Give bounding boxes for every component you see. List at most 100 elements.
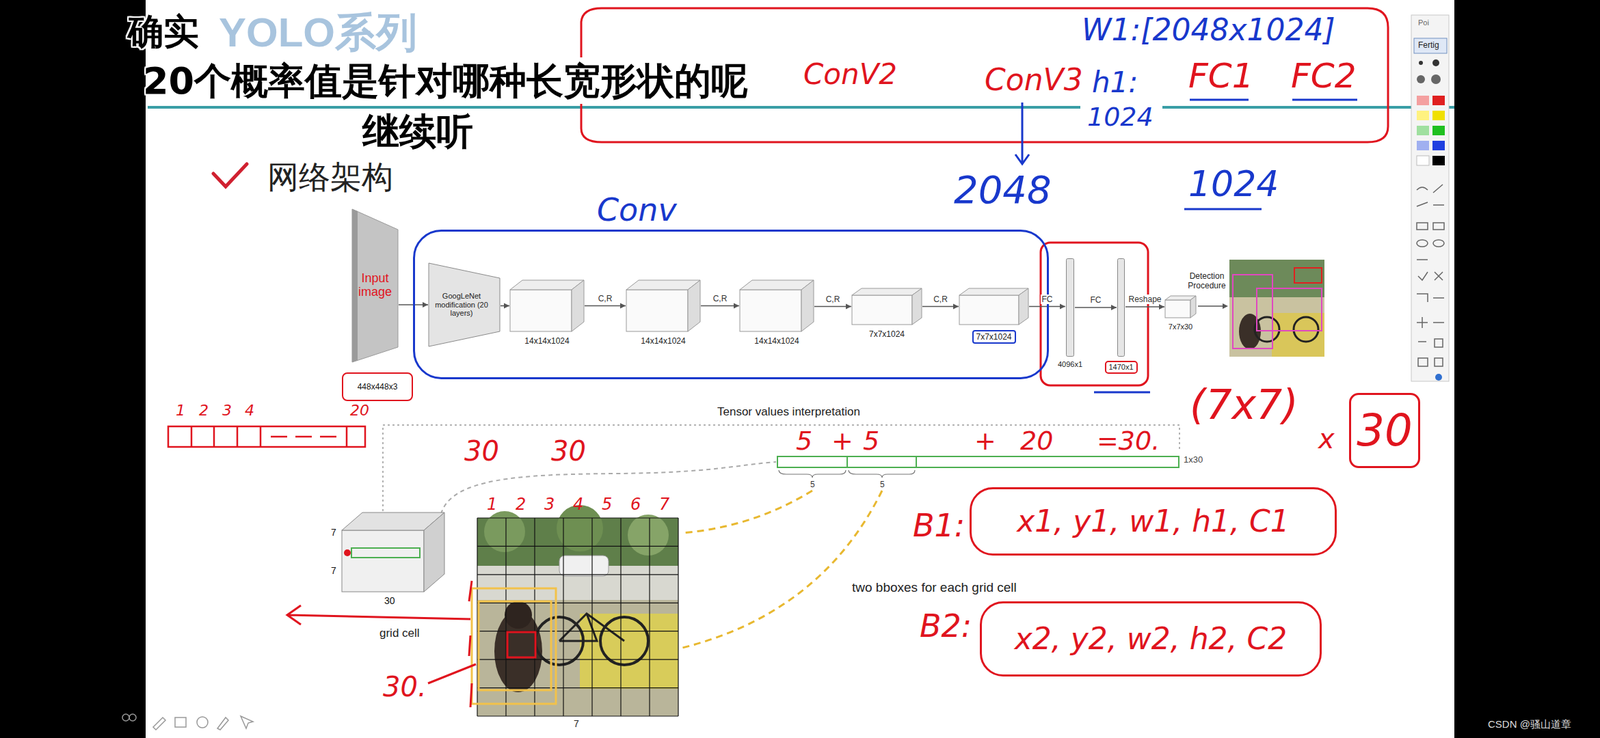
cube-face xyxy=(1165,300,1191,318)
toolbar-part xyxy=(1416,140,1430,151)
input-label: Input image xyxy=(352,272,398,300)
annotation: 30 xyxy=(551,437,586,465)
fc-bar xyxy=(1065,258,1075,357)
edge-label: FC xyxy=(1040,294,1055,305)
dimension-label: 14x14x1024 xyxy=(640,337,686,346)
dimension-label: 7x7x1024 xyxy=(971,330,1016,344)
detection-arrow-part xyxy=(1197,305,1223,308)
slab-edge xyxy=(352,209,358,363)
grid-image-part xyxy=(504,601,532,630)
fc-annotation-part xyxy=(1040,242,1149,386)
cube-shape xyxy=(1165,296,1196,318)
dimension-label: 7x7x30 xyxy=(1168,323,1193,331)
cube-face xyxy=(1018,288,1029,325)
section-heading: 网络架构 xyxy=(267,161,394,193)
detection-image-part xyxy=(1254,317,1280,342)
detection-arrow-part xyxy=(1222,303,1229,310)
connector xyxy=(500,303,510,310)
cube-face xyxy=(912,288,922,325)
arrowhead xyxy=(620,303,626,310)
detection-image-part xyxy=(1232,274,1273,349)
arrowhead xyxy=(1158,304,1165,310)
edge-label: C,R xyxy=(931,294,950,305)
backbone-block: GoogLeNet modification (20 layers) xyxy=(428,263,500,347)
cube-face xyxy=(801,280,814,332)
subtitle: 20个概率值是针对哪种长宽形状的呢 xyxy=(142,62,749,100)
grid-line xyxy=(477,603,679,604)
input-image: Input image xyxy=(352,209,398,363)
equation-part: + xyxy=(831,428,854,455)
toolbar-part xyxy=(1432,125,1445,136)
cube-face xyxy=(739,280,814,290)
toolbar-part xyxy=(1432,110,1445,121)
index-number: 20 xyxy=(350,403,370,419)
tensor-bar-part xyxy=(847,456,917,468)
dimension-label: 7 xyxy=(330,566,337,576)
fc-annotation xyxy=(1040,242,1151,393)
video-border-part xyxy=(0,0,146,738)
grid-line xyxy=(477,517,679,519)
annotation: 30. xyxy=(382,673,427,701)
index-number: 4 xyxy=(244,403,255,419)
grid-index: 6 xyxy=(630,496,641,513)
title-rule xyxy=(147,105,1455,109)
grid-lines xyxy=(477,518,679,717)
annotation: (7x7) xyxy=(1189,384,1299,426)
connector xyxy=(814,304,852,310)
connector xyxy=(584,303,626,310)
toolbar-part xyxy=(1416,155,1430,166)
layer-cube: 14x14x1024 xyxy=(626,280,701,332)
annotation: FC2 xyxy=(1290,58,1356,93)
cube-face xyxy=(959,295,1019,325)
fc-bar-face xyxy=(1066,259,1075,357)
dimension-label: 14x14x1024 xyxy=(754,337,799,346)
cell-strip-part xyxy=(270,436,337,439)
cell-strip-part xyxy=(168,426,366,448)
equation-part: =30. xyxy=(1096,428,1160,455)
region-outline: ConvGoogLeNet modification (20 layers)14… xyxy=(412,229,1049,380)
dashed-leader xyxy=(441,462,777,515)
box-text: x1, y1, w1, h1, C1 xyxy=(1016,506,1290,537)
grid-index: 2 xyxy=(515,496,526,513)
equation-part: + xyxy=(974,428,997,455)
player-icons-part xyxy=(240,716,253,729)
red-arrow-part xyxy=(428,664,476,684)
cube-face xyxy=(687,280,701,332)
dimension-label: 7 xyxy=(573,719,580,729)
grid-line xyxy=(648,518,650,717)
cube-face xyxy=(739,289,802,332)
yellow-leaders-part xyxy=(681,490,813,534)
dotted-guide xyxy=(382,425,1180,512)
detection-image xyxy=(1229,259,1325,357)
grid-index: 4 xyxy=(572,496,584,513)
red-arrow-part xyxy=(287,605,471,625)
annotation-box: x2, y2, w2, h2, C2 xyxy=(979,601,1322,677)
grid-image-part xyxy=(478,601,552,691)
dimension-label: 4096x1 xyxy=(1057,361,1083,369)
subtitle: 继续听 xyxy=(362,113,474,151)
tensor-bar-part xyxy=(778,470,915,478)
fc-annotation-part xyxy=(1094,391,1151,394)
arrowhead xyxy=(422,302,429,308)
dimension-label: 7 xyxy=(330,527,337,538)
grid-line xyxy=(562,518,564,717)
grid-image xyxy=(471,505,679,717)
layer-cube: 7x7x1024 xyxy=(959,288,1029,325)
grid-line xyxy=(505,518,506,717)
detection-arrow xyxy=(1197,303,1229,310)
cube-face xyxy=(1190,296,1196,318)
cube-face xyxy=(510,289,572,332)
cube-shape xyxy=(739,280,814,332)
annotation: h1: xyxy=(1091,68,1139,98)
toolbar-part xyxy=(1432,59,1440,67)
toolbar-button: Fertig xyxy=(1418,41,1440,50)
grid-line xyxy=(677,518,679,717)
red-arrow-part xyxy=(469,581,472,708)
cube-face xyxy=(510,280,584,290)
toolbar-part xyxy=(1416,95,1430,106)
player-icons-part xyxy=(129,714,137,722)
edge-label: C,R xyxy=(596,294,615,304)
